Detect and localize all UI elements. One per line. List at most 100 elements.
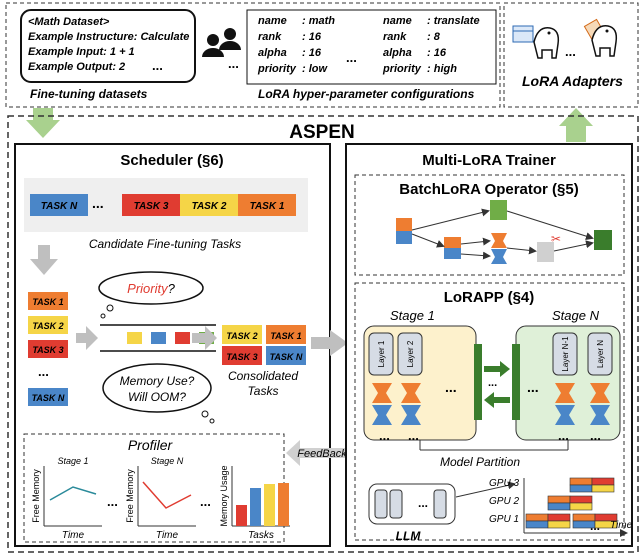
arrow-adapters-up bbox=[559, 108, 593, 142]
adapters-ellipsis: ... bbox=[565, 44, 576, 59]
gpu-block-top bbox=[525, 513, 549, 522]
feedback-label: FeedBack bbox=[297, 448, 347, 460]
consolidated-task-label: TASK 2 bbox=[226, 331, 257, 341]
aspen-region bbox=[7, 115, 639, 553]
feedback-arrow bbox=[286, 440, 370, 466]
consolidated-task-label: TASK 3 bbox=[226, 352, 257, 362]
gpu-block-top bbox=[569, 477, 593, 486]
backward-arrow bbox=[484, 392, 510, 408]
layer-block bbox=[368, 332, 394, 376]
gpu-block-bottom bbox=[525, 520, 549, 529]
consolidated-task bbox=[266, 346, 306, 365]
queue-task bbox=[28, 388, 68, 406]
candidate-task-label: TASK 3 bbox=[134, 201, 169, 212]
candidate-task bbox=[238, 194, 296, 216]
consolidated-task-label: TASK N bbox=[270, 352, 303, 362]
model-partition-label: Model Partition bbox=[440, 455, 520, 469]
lora-block-a bbox=[372, 383, 392, 403]
chart-xlabel: Tasks bbox=[248, 530, 274, 541]
hyper-value: : 16 bbox=[302, 31, 322, 43]
hyper-value: : 16 bbox=[302, 47, 322, 59]
lora-block-a bbox=[590, 383, 610, 403]
stage1-bottom-ellipsis-2: ... bbox=[408, 428, 419, 443]
candidate-ellipsis: ... bbox=[92, 195, 104, 211]
stageN-memory-line bbox=[142, 481, 192, 509]
stage1-ellipsis: ... bbox=[445, 379, 457, 395]
scissors-icon: ✂ bbox=[551, 232, 561, 246]
memory-usage-bar bbox=[250, 488, 261, 526]
stageN-comm-bar bbox=[512, 344, 520, 420]
aspen-title: ASPEN bbox=[289, 122, 354, 143]
priority-mark: ? bbox=[168, 281, 176, 296]
llm-layer bbox=[433, 489, 447, 519]
gpu-time-label: Time bbox=[610, 520, 633, 531]
llm-ellipsis: ... bbox=[418, 496, 428, 510]
gpu-block-bottom2 bbox=[547, 520, 571, 529]
queue-ellipsis: ... bbox=[38, 364, 49, 379]
candidate-label: Candidate Fine-tuning Tasks bbox=[89, 237, 241, 251]
hyper-value: : 8 bbox=[427, 31, 441, 43]
arrow-candidates-down bbox=[30, 245, 58, 275]
hyper-key: rank bbox=[383, 31, 407, 43]
hyper-key: alpha bbox=[383, 47, 412, 59]
arrow-datasets-down bbox=[26, 108, 60, 138]
dataset-line: Example Output: 2 bbox=[28, 61, 125, 73]
adapter-icon-2 bbox=[583, 18, 618, 57]
fine-tuning-label: Fine-tuning datasets bbox=[30, 87, 148, 101]
chart-ylabel: Memory Usage bbox=[219, 465, 229, 526]
arrow-to-trainer bbox=[311, 330, 348, 356]
gpu-block-top2 bbox=[591, 477, 615, 486]
queue-task-label: TASK N bbox=[32, 393, 65, 403]
consolidated-label-line2: Tasks bbox=[248, 384, 279, 398]
hyper-key: priority bbox=[382, 63, 422, 75]
chart-xlabel: Time bbox=[62, 530, 85, 541]
dataset-line: <Math Dataset> bbox=[28, 16, 110, 28]
queue-task-label: TASK 3 bbox=[32, 345, 63, 355]
memory-use-text: Memory Use? bbox=[120, 374, 195, 388]
consolidated-label-line1: Consolidated bbox=[228, 369, 298, 383]
hyper-ellipsis: ... bbox=[346, 50, 357, 65]
hyper-key: rank bbox=[258, 31, 282, 43]
gpu-block-bottom bbox=[547, 502, 571, 511]
stage1-lora-blocks bbox=[372, 383, 421, 425]
hyper-value: : math bbox=[302, 15, 335, 27]
candidate-task-label: TASK 1 bbox=[250, 201, 285, 212]
llm-label: LLM bbox=[396, 529, 422, 543]
profiler-ellipsis-2: ... bbox=[200, 494, 211, 509]
batchlora-graph: ✂ bbox=[396, 200, 612, 264]
profiler-ellipsis-1: ... bbox=[107, 494, 118, 509]
stageN-lora-blocks bbox=[555, 383, 610, 425]
dataset-card-text: <Math Dataset>Example Instructure: Calcu… bbox=[28, 16, 189, 73]
memory-usage-bar bbox=[264, 484, 275, 526]
gpu-label: GPU 1 bbox=[489, 514, 519, 525]
layer-label: Layer 1 bbox=[377, 340, 386, 367]
stageN-bottom-ellipsis-2: ... bbox=[590, 428, 601, 443]
stageN-title: Stage N bbox=[552, 308, 600, 323]
candidate-task-label: TASK N bbox=[41, 201, 78, 212]
queue-task bbox=[28, 292, 68, 310]
hyper-key: alpha bbox=[258, 47, 287, 59]
chart-title: Stage 1 bbox=[57, 456, 88, 466]
layer-label: Layer N bbox=[596, 340, 605, 368]
hyper-key: name bbox=[258, 15, 287, 27]
datasets-region bbox=[5, 2, 501, 108]
trainer-title: Multi-LoRA Trainer bbox=[422, 152, 556, 169]
memory-cloud bbox=[102, 363, 215, 424]
stageN-ellipsis: ... bbox=[527, 379, 539, 395]
llm-to-gpu-arrow bbox=[455, 481, 516, 498]
lora-block-b bbox=[590, 405, 610, 425]
priority-word: Priority bbox=[127, 281, 169, 296]
llm-layer bbox=[389, 489, 403, 519]
queue-task bbox=[28, 316, 68, 334]
memory-usage-bar bbox=[236, 505, 247, 526]
hyper-key: priority bbox=[257, 63, 297, 75]
users-ellipsis: ... bbox=[228, 56, 239, 71]
batchlora-box bbox=[354, 174, 625, 276]
